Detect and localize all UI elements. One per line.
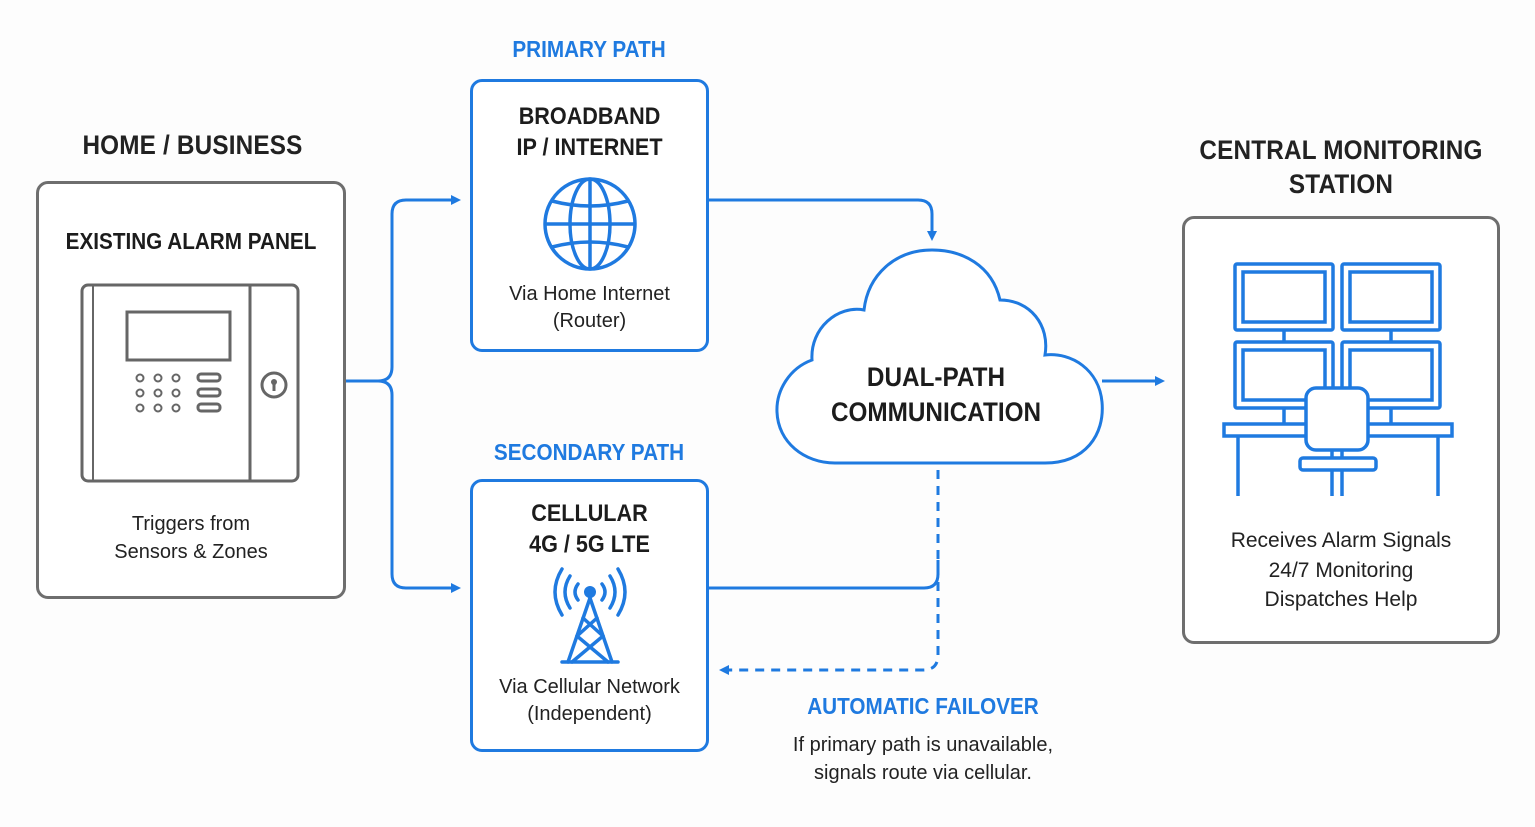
primary-caption-line2: (Router) [552,310,627,332]
station-line3: Dispatches Help [1264,588,1418,611]
station-line2: 24/7 Monitoring [1268,559,1414,582]
secondary-caption-line1: Via Cellular Network [499,676,680,698]
failover-dashed-line [719,470,940,675]
panel-title: EXISTING ALARM PANEL [65,228,317,254]
monitoring-workstation-icon [1222,262,1454,496]
secondary-path-label: SECONDARY PATH [493,439,685,465]
primary-caption-line1: Via Home Internet [509,283,670,305]
cloud-line2: COMMUNICATION [830,397,1042,427]
home-heading: HOME / BUSINESS [82,130,303,160]
failover-line2: signals route via cellular. [814,762,1032,784]
primary-title-line1: BROADBAND [518,103,661,130]
station-heading-line2: STATION [1288,169,1394,199]
alarm-panel-icon [80,283,300,483]
failover-label: AUTOMATIC FAILOVER [807,693,1039,719]
home-caption-line2: Sensors & Zones [114,541,268,563]
primary-path-label: PRIMARY PATH [512,36,666,62]
cloud-line1: DUAL-PATH [866,362,1006,392]
station-line1: Receives Alarm Signals [1230,529,1452,552]
secondary-title-line1: CELLULAR [531,500,648,527]
panel-to-secondary-line [377,379,461,593]
failover-line1: If primary path is unavailable, [792,734,1054,756]
cell-tower-icon [553,567,627,664]
home-card [36,181,346,599]
secondary-card [470,479,709,752]
primary-title-line2: IP / INTERNET [516,134,663,161]
primary-to-cloud-line [709,198,937,241]
home-caption-line1: Triggers from [131,513,251,535]
secondary-to-cloud-line [709,560,940,590]
station-heading-line1: CENTRAL MONITORING [1199,135,1483,165]
globe-icon [543,177,637,271]
secondary-title-line2: 4G / 5G LTE [529,531,650,558]
cloud-shape [775,248,1104,465]
panel-to-branch-line [346,195,461,383]
secondary-caption-line2: (Independent) [527,703,652,725]
